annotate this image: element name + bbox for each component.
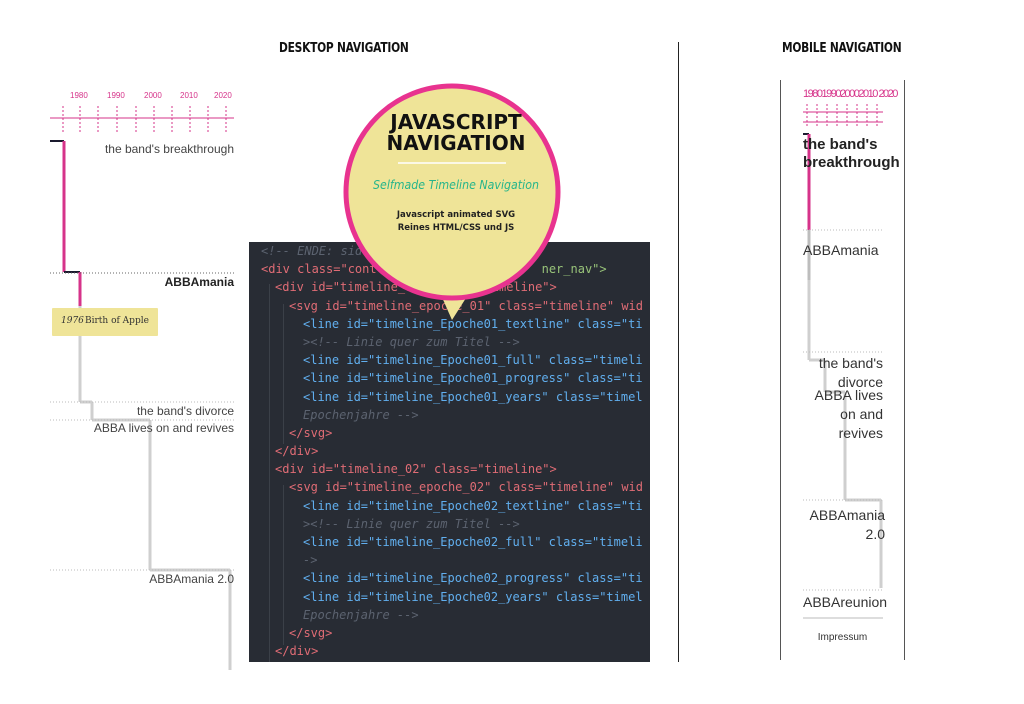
code-line: <line id="timeline_Epoche01_progress" cl… <box>261 369 650 387</box>
year-label: 1980 <box>70 91 88 100</box>
code-token: </svg> <box>289 625 333 640</box>
desktop-timeline: 1980 1990 2000 2010 2020 <box>50 80 250 670</box>
event-breakthrough[interactable]: the band's breakthrough <box>104 142 234 156</box>
event-divorce[interactable]: the band's divorce <box>136 404 234 418</box>
code-comment: -> <box>303 553 318 568</box>
event-abbamania[interactable]: ABBAmania <box>164 275 234 289</box>
code-line: <line id="timeline_Epoche01_full" class=… <box>261 351 650 369</box>
code-token: <line id="timeline_Epoche02_progress" cl… <box>303 571 643 586</box>
code-line: <line id="timeline_Epoche02_textline" cl… <box>261 497 650 515</box>
callout-line-1: Javascript animated SVG <box>396 210 516 220</box>
indent-guide <box>283 304 284 444</box>
tooltip-text: Birth of Apple <box>85 316 149 326</box>
code-line: <line id="timeline_Epoche02_years" class… <box>261 588 650 606</box>
tooltip-year: 1976 <box>61 316 84 326</box>
code-token: <svg id="timeline_epoche_02" class="time… <box>289 480 644 495</box>
mobile-frame-left <box>780 80 781 660</box>
mobile-timeline-graphic <box>803 104 883 619</box>
code-token: <line id="timeline_Epoche01_full" class=… <box>303 353 643 368</box>
mobile-frame-right <box>904 80 905 660</box>
year-label: 1990 <box>107 91 125 100</box>
code-line: <line id="timeline_Epoche01_years" class… <box>261 388 650 406</box>
code-token: <line id="timeline_Epoche01_textline" cl… <box>303 316 643 331</box>
indent-guide <box>269 284 270 662</box>
code-token: <div class="cont <box>261 262 377 277</box>
code-line: ><!-- Linie quer zum Titel --> <box>261 333 650 351</box>
event-abbamania-2[interactable]: ABBAmania 2.0 <box>149 572 234 586</box>
callout-circle <box>343 83 561 301</box>
code-line: <line id="timeline_Epoche02_progress" cl… <box>261 569 650 587</box>
code-line: </div> <box>261 642 650 660</box>
indent-guide <box>283 485 284 645</box>
mobile-timeline: 1980199020002010 2020 the band's breakth… <box>781 80 904 660</box>
callout-bubble <box>343 83 561 320</box>
code-line: Epochenjahre --> <box>261 406 650 424</box>
code-line: ><!-- Linie quer zum Titel --> <box>261 515 650 533</box>
desktop-navigation-heading: DESKTOP NAVIGATION <box>279 41 409 56</box>
mobile-footer-impressum[interactable]: Impressum <box>817 632 868 643</box>
mobile-item-abbamania-2[interactable]: ABBAmania 2.0 <box>809 507 885 542</box>
event-revives[interactable]: ABBA lives on and revives <box>93 421 234 435</box>
code-line: <div id="timeline_02" class="timeline"> <box>261 460 650 478</box>
code-line: Epochenjahre --> <box>261 606 650 624</box>
callout-title: JAVASCRIPT NAVIGATION <box>386 110 526 155</box>
code-line: </div> <box>261 442 650 460</box>
code-line: <line id="timeline_Epoche01_textline" cl… <box>261 315 650 333</box>
year-label: 2000 <box>144 91 162 100</box>
code-token: <line id="timeline_Epoche01_progress" cl… <box>303 371 643 386</box>
mobile-item-reunion[interactable]: ABBAreunion <box>803 594 888 610</box>
section-divider <box>678 42 679 662</box>
mobile-item-revives[interactable]: ABBA lives on and revives <box>814 387 883 441</box>
code-token: <line id="timeline_Epoche02_textline" cl… <box>303 498 643 513</box>
code-token: <line id="timeline_Epoche02_full" class=… <box>303 535 643 549</box>
code-line: <line id="timeline_Epoche02_full" class=… <box>261 533 650 551</box>
code-line: <svg id="timeline_epoche_02" class="time… <box>261 478 650 496</box>
code-token: <div id="timeline_02" class="timeline"> <box>275 462 557 477</box>
code-comment: Epochenjahre --> <box>303 607 419 622</box>
mobile-year-labels: 1980199020002010 2020 <box>803 88 898 100</box>
mobile-navigation-heading: MOBILE NAVIGATION <box>782 41 902 56</box>
code-comment: ><!-- Linie quer zum Titel --> <box>303 334 520 349</box>
code-token: </svg> <box>289 425 333 440</box>
code-line: -> <box>261 551 650 569</box>
callout-line-2: Reines HTML/CSS und JS <box>397 223 515 233</box>
code-line: </svg> <box>261 624 650 642</box>
callout-subtitle: Selfmade Timeline Navigation <box>373 178 539 192</box>
desktop-timeline-graphic <box>50 106 234 670</box>
code-line: <div class="cont ner_nav"> <box>261 260 650 278</box>
mobile-item-abbamania[interactable]: ABBAmania <box>803 242 879 258</box>
code-token: </div> <box>275 644 319 659</box>
code-token: </div> <box>275 444 319 459</box>
code-comment: ><!-- Linie quer zum Titel --> <box>303 516 520 531</box>
code-token: <line id="timeline_Epoche01_years" class… <box>303 389 643 404</box>
mobile-item-breakthrough[interactable]: the band's breakthrough <box>803 136 900 171</box>
code-line: </svg> <box>261 424 650 442</box>
code-token: <line id="timeline_Epoche02_years" class… <box>303 589 643 604</box>
code-comment: Epochenjahre --> <box>303 407 419 422</box>
year-label: 2020 <box>214 91 232 100</box>
code-token: ner_nav"> <box>541 262 607 277</box>
mobile-item-divorce[interactable]: the band's divorce <box>818 355 883 390</box>
tooltip: 1976 Birth of Apple <box>52 308 158 336</box>
year-label: 2010 <box>180 91 198 100</box>
